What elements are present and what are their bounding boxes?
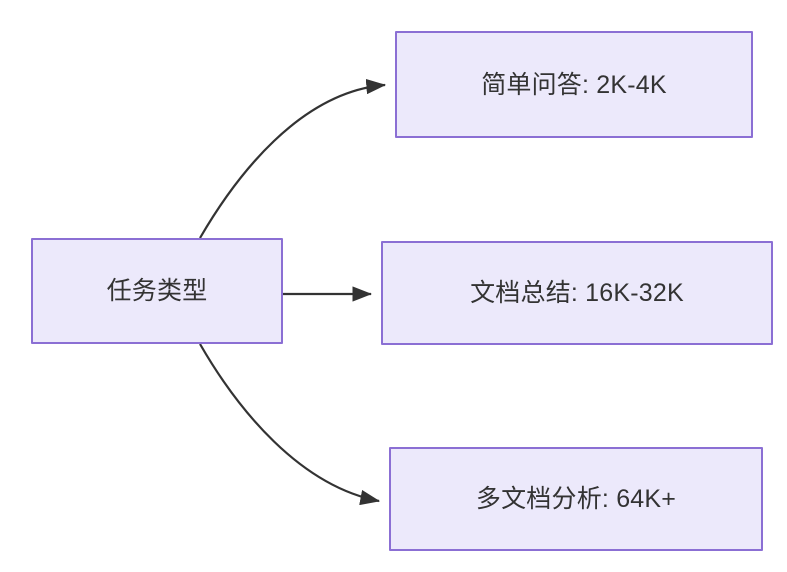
edge-root-to-simple-qa <box>199 78 387 239</box>
node-document-summary[interactable]: 文档总结: 16K-32K <box>381 241 773 345</box>
node-root-task-type[interactable]: 任务类型 <box>31 238 283 344</box>
node-root-label: 任务类型 <box>106 277 208 305</box>
node-simple-qa[interactable]: 简单问答: 2K-4K <box>395 31 753 138</box>
node-document-summary-label: 文档总结: 16K-32K <box>470 279 684 307</box>
node-multi-document-analysis-label: 多文档分析: 64K+ <box>475 485 677 513</box>
edge-root-to-multi-doc <box>199 343 381 506</box>
node-multi-document-analysis[interactable]: 多文档分析: 64K+ <box>389 447 763 551</box>
node-simple-qa-label: 简单问答: 2K-4K <box>481 70 667 99</box>
